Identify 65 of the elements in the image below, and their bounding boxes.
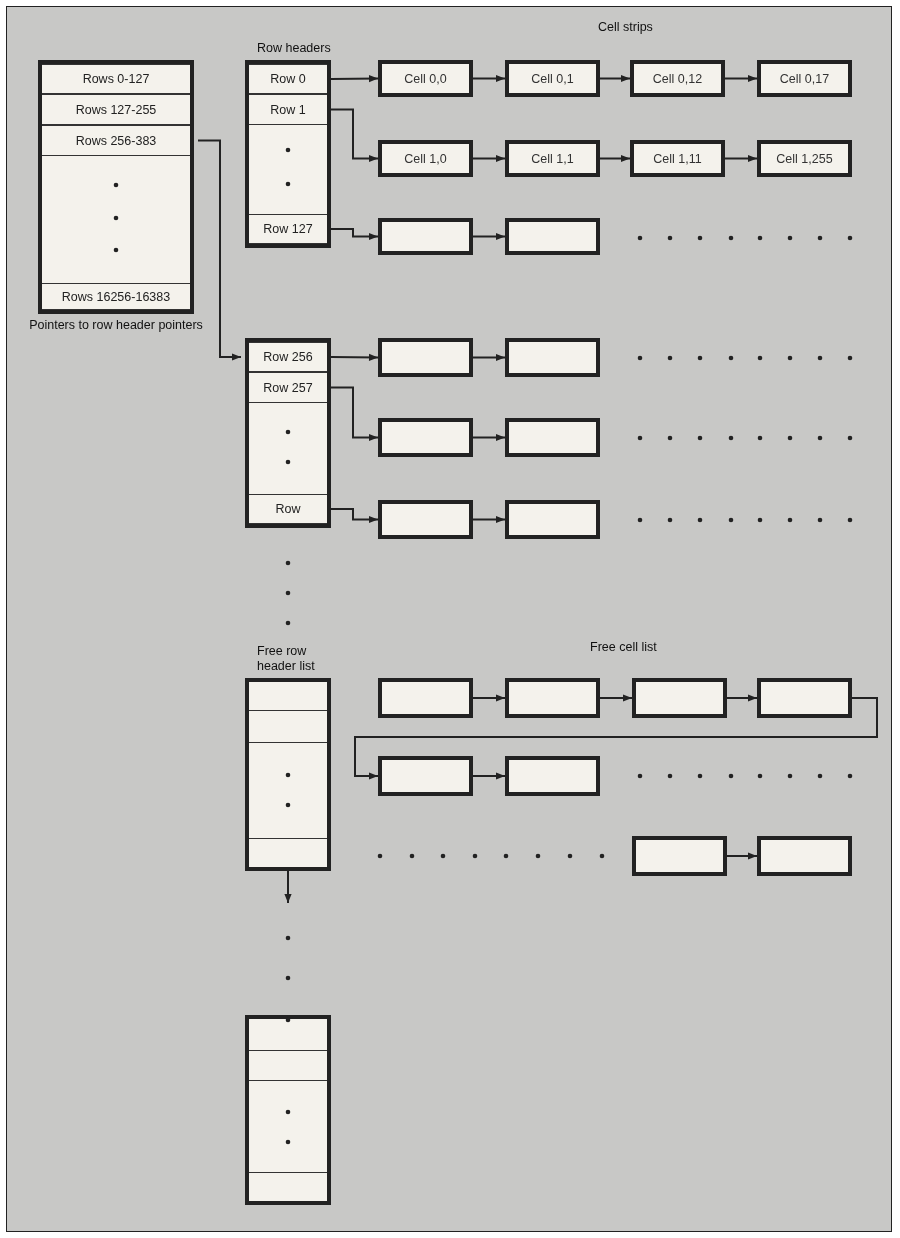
arrow	[726, 852, 758, 860]
arrow	[724, 154, 758, 163]
block-heading: Pointers to row header pointers	[28, 317, 204, 333]
section-label: Free cell list	[590, 640, 658, 655]
empty-cell-box	[378, 756, 473, 796]
arrow	[330, 108, 379, 163]
cell-box: Cell 1,255	[757, 140, 852, 177]
list-block	[245, 338, 331, 528]
empty-cell-box	[505, 338, 600, 377]
cell-box: Cell 0,0	[378, 60, 473, 97]
empty-cell-box	[378, 678, 473, 718]
row-slot: Rows 16256-16383	[42, 283, 190, 310]
empty-cell-box	[505, 500, 600, 539]
arrow	[472, 232, 506, 241]
section-label: Cell strips	[598, 20, 654, 35]
arrow	[599, 694, 633, 702]
arrow	[726, 694, 758, 702]
arrow	[330, 508, 379, 524]
arrow	[197, 139, 242, 361]
row-slot: Row	[249, 494, 327, 524]
arrow	[599, 74, 631, 83]
arrow	[330, 353, 379, 361]
arrow	[472, 154, 506, 163]
row-slot: Row 0	[249, 64, 327, 94]
empty-cell-box	[505, 756, 600, 796]
row-slot: Rows 256-383	[42, 125, 190, 156]
arrow	[472, 433, 506, 442]
row-slot: Row 1	[249, 94, 327, 125]
row-slot: Rows 0-127	[42, 64, 190, 94]
cell-box: Cell 1,11	[630, 140, 725, 177]
arrow	[472, 515, 506, 524]
empty-cell-box	[378, 218, 473, 255]
cell-box: Cell 1,1	[505, 140, 600, 177]
empty-cell-box	[505, 218, 600, 255]
list-block	[245, 1015, 331, 1205]
cell-box: Cell 0,17	[757, 60, 852, 97]
arrow	[472, 353, 506, 362]
cell-box: Cell 0,12	[630, 60, 725, 97]
arrow	[472, 694, 506, 702]
empty-cell-box	[378, 500, 473, 539]
arrow	[330, 228, 379, 241]
arrow	[330, 75, 379, 83]
block-heading: Free row header list	[257, 644, 316, 674]
empty-cell-box	[378, 418, 473, 457]
empty-cell-box	[757, 678, 852, 718]
arrow	[284, 870, 292, 904]
empty-cell-box	[757, 836, 852, 876]
arrow	[472, 74, 506, 83]
arrow	[599, 154, 631, 163]
arrow	[472, 772, 506, 780]
empty-cell-box	[378, 338, 473, 377]
arrow	[330, 386, 379, 442]
row-slot: Rows 127-255	[42, 94, 190, 125]
empty-cell-box	[632, 678, 727, 718]
cell-box: Cell 1,0	[378, 140, 473, 177]
cell-box: Cell 0,1	[505, 60, 600, 97]
empty-cell-box	[505, 418, 600, 457]
arrow	[724, 74, 758, 83]
empty-cell-box	[632, 836, 727, 876]
row-slot: Row 256	[249, 342, 327, 372]
row-slot: Row 127	[249, 214, 327, 244]
empty-cell-box	[505, 678, 600, 718]
block-heading: Row headers	[257, 41, 332, 56]
row-slot: Row 257	[249, 372, 327, 403]
arrow	[354, 697, 878, 780]
